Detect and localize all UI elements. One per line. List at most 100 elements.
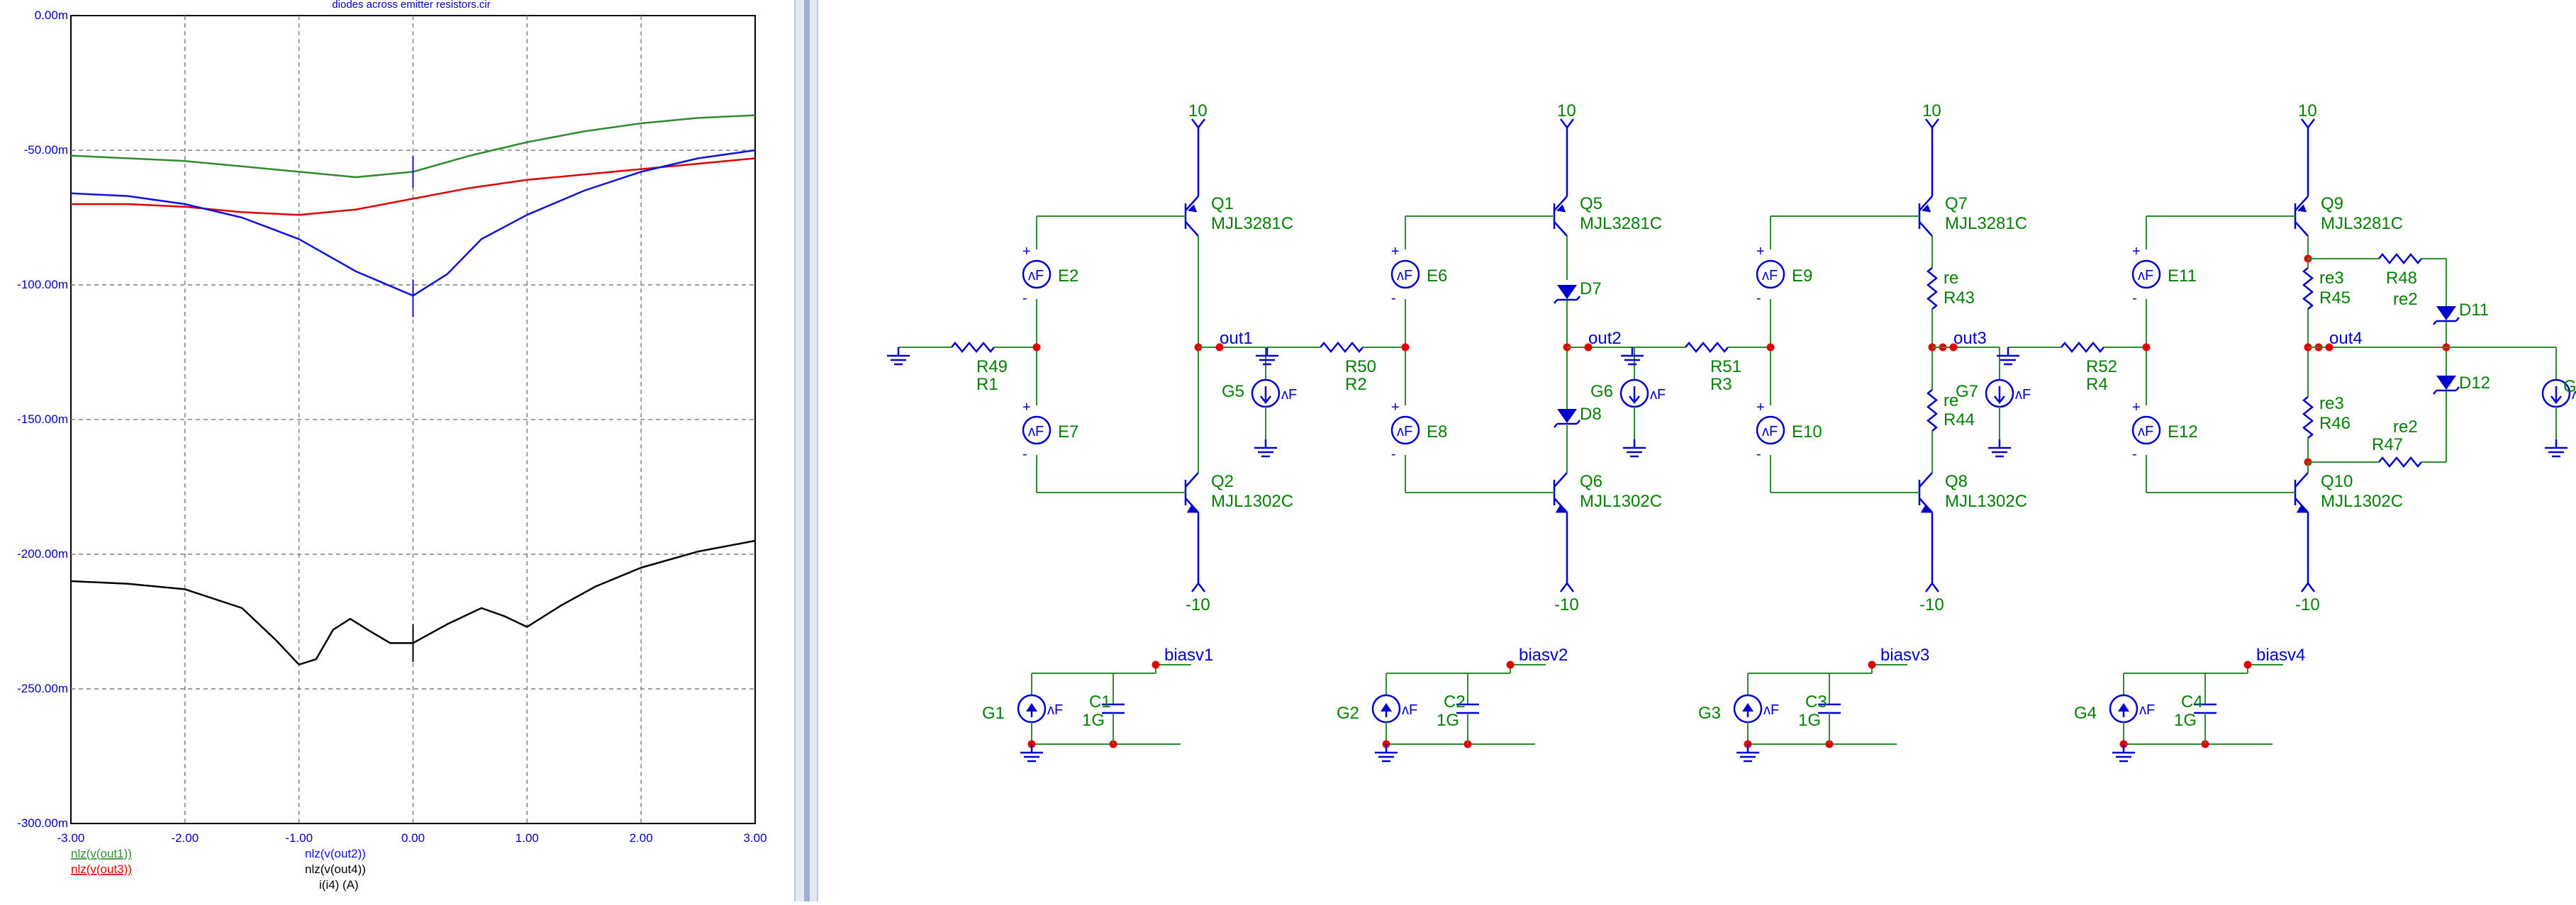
voltage-source-symbol[interactable] xyxy=(1022,259,1052,289)
supply-label: 10 xyxy=(1922,101,1941,120)
waveform-plot[interactable]: diodes across emitter resistors.cir 0.00… xyxy=(0,0,780,901)
voltage-source-symbol[interactable] xyxy=(2131,259,2161,289)
emitter-arrow-icon xyxy=(1187,505,1200,513)
source-ref: E2 xyxy=(1058,266,1078,286)
source-ref: G1 xyxy=(982,704,1005,723)
component-lead xyxy=(2433,390,2437,395)
transistor-model: MJL1302C xyxy=(2321,492,2403,511)
plot-panel[interactable]: diodes across emitter resistors.cir 0.00… xyxy=(0,0,780,901)
node-dot xyxy=(1584,343,1593,352)
legend-entry[interactable]: nlz(v(out2)) xyxy=(305,847,366,860)
legend-entry[interactable]: nlz(v(out1)) xyxy=(71,847,132,860)
emitter-arrow-icon xyxy=(1921,505,1934,513)
emitter-arrow-icon xyxy=(2297,505,2309,513)
legend-entry[interactable]: i(i4) (A) xyxy=(319,878,359,892)
polarity-plus: + xyxy=(1756,400,1765,415)
net-label-biasv2: biasv2 xyxy=(1519,646,1568,665)
component-lead xyxy=(2295,221,2309,237)
resistor-symbol[interactable] xyxy=(1320,342,1364,353)
y-tick-label: -250.00m xyxy=(17,682,68,695)
component-lead xyxy=(2301,118,2309,128)
node-dot xyxy=(2142,343,2151,352)
diode-symbol[interactable] xyxy=(2436,306,2456,320)
source-glyph: ᴧF xyxy=(2138,268,2153,283)
polarity-minus: - xyxy=(1022,291,1027,306)
y-tick-label: -300.00m xyxy=(17,816,68,830)
emitter-arrow-icon xyxy=(1921,204,1931,213)
resistor-symbol[interactable] xyxy=(1927,267,1938,310)
x-tick-label: 0.00 xyxy=(401,831,425,845)
resistor-value: re2 xyxy=(2393,290,2418,309)
resistor-symbol[interactable] xyxy=(2302,396,2314,439)
net-label-out4: out4 xyxy=(2329,329,2363,348)
supply-label: -10 xyxy=(1186,595,1210,614)
resistor-ref: R46 xyxy=(2319,414,2351,433)
resistor-symbol[interactable] xyxy=(2378,253,2422,264)
pane-splitter[interactable] xyxy=(794,0,818,901)
transistor-model: MJL3281C xyxy=(1945,214,2027,233)
resistor-value: re3 xyxy=(2319,269,2344,288)
polarity-minus: - xyxy=(1391,291,1396,306)
voltage-source-symbol[interactable] xyxy=(1756,259,1785,289)
resistor-symbol[interactable] xyxy=(951,342,995,353)
polarity-minus: - xyxy=(1756,291,1761,306)
splitter-grip[interactable] xyxy=(804,0,810,901)
node-dot xyxy=(1032,343,1041,352)
transistor-model: MJL3281C xyxy=(1580,214,1662,233)
component-lead xyxy=(1185,472,1199,488)
component-lead xyxy=(1554,299,1558,304)
polarity-plus: + xyxy=(1391,244,1400,259)
voltage-source-symbol[interactable] xyxy=(2131,415,2161,445)
x-tick-label: -3.00 xyxy=(57,831,85,845)
resistor-symbol[interactable] xyxy=(2378,456,2422,468)
supply-label: -10 xyxy=(1919,595,1944,614)
arrow-down-icon xyxy=(1629,395,1640,405)
supply-label: 10 xyxy=(1188,101,1208,120)
resistor-symbol[interactable] xyxy=(2061,342,2104,353)
source-ref: E7 xyxy=(1058,422,1078,442)
transistor-ref: Q1 xyxy=(1211,194,1234,213)
source-glyph: ᴧF xyxy=(1762,268,1778,283)
diode-symbol[interactable] xyxy=(1557,285,1577,299)
diode-symbol[interactable] xyxy=(1557,409,1577,423)
net-label-biasv1: biasv1 xyxy=(1164,646,1213,665)
arrow-down-icon xyxy=(2550,395,2562,405)
diode-symbol[interactable] xyxy=(2436,376,2456,390)
node-dot xyxy=(1949,343,1958,352)
plot-series xyxy=(70,114,756,666)
source-glyph: ᴧF xyxy=(1281,387,1297,403)
component-lead xyxy=(1919,221,1933,237)
y-tick-label: -100.00m xyxy=(17,278,68,291)
resistor-ref: R47 xyxy=(2372,435,2403,454)
voltage-source-symbol[interactable] xyxy=(1022,415,1052,445)
schematic-canvas[interactable]: 10-10Q1MJL3281CQ2MJL1302CᴧF+-E2ᴧF+-E7R49… xyxy=(823,0,2576,901)
plot-legend[interactable]: nlz(v(out1)) nlz(v(out3)) nlz(v(out2)) nlz(… xyxy=(71,847,366,892)
capacitor-ref: C4 xyxy=(2181,692,2203,712)
amplifier-stage-2: 10-10Q5MJL3281CQ6MJL1302CᴧF+-E6ᴧF+-E8R50… xyxy=(1256,101,1666,614)
component-lead xyxy=(1566,118,1574,128)
source-glyph: ᴧF xyxy=(1762,424,1778,439)
voltage-source-symbol[interactable] xyxy=(1756,415,1785,445)
component-lead xyxy=(1925,118,1933,128)
voltage-source-symbol[interactable] xyxy=(1390,259,1420,289)
resistor-symbol[interactable] xyxy=(1927,389,1938,432)
voltage-source-symbol[interactable] xyxy=(1390,415,1420,445)
component-lead xyxy=(1919,472,1933,488)
resistor-ref: R51 xyxy=(1710,357,1741,376)
transistor-ref: Q8 xyxy=(1945,472,1968,491)
resistor-ref: R43 xyxy=(1944,288,1975,308)
component-lead xyxy=(1554,221,1568,237)
amplifier-stage-1: 10-10Q1MJL3281CQ2MJL1302CᴧF+-E2ᴧF+-E7R49… xyxy=(887,101,1297,614)
node-dot xyxy=(2325,343,2334,352)
source-glyph: ᴧF xyxy=(1397,268,1412,283)
legend-entry[interactable]: nlz(v(out3)) xyxy=(71,862,132,876)
component-lead xyxy=(1560,583,1568,592)
source-ref: E10 xyxy=(1792,422,1822,442)
resistor-symbol[interactable] xyxy=(1685,342,1729,353)
resistor-symbol[interactable] xyxy=(2302,267,2314,310)
node-dot xyxy=(1868,661,1876,669)
resistor-ref: R50 xyxy=(1345,357,1376,376)
legend-entry[interactable]: nlz(v(out4)) xyxy=(305,862,366,876)
